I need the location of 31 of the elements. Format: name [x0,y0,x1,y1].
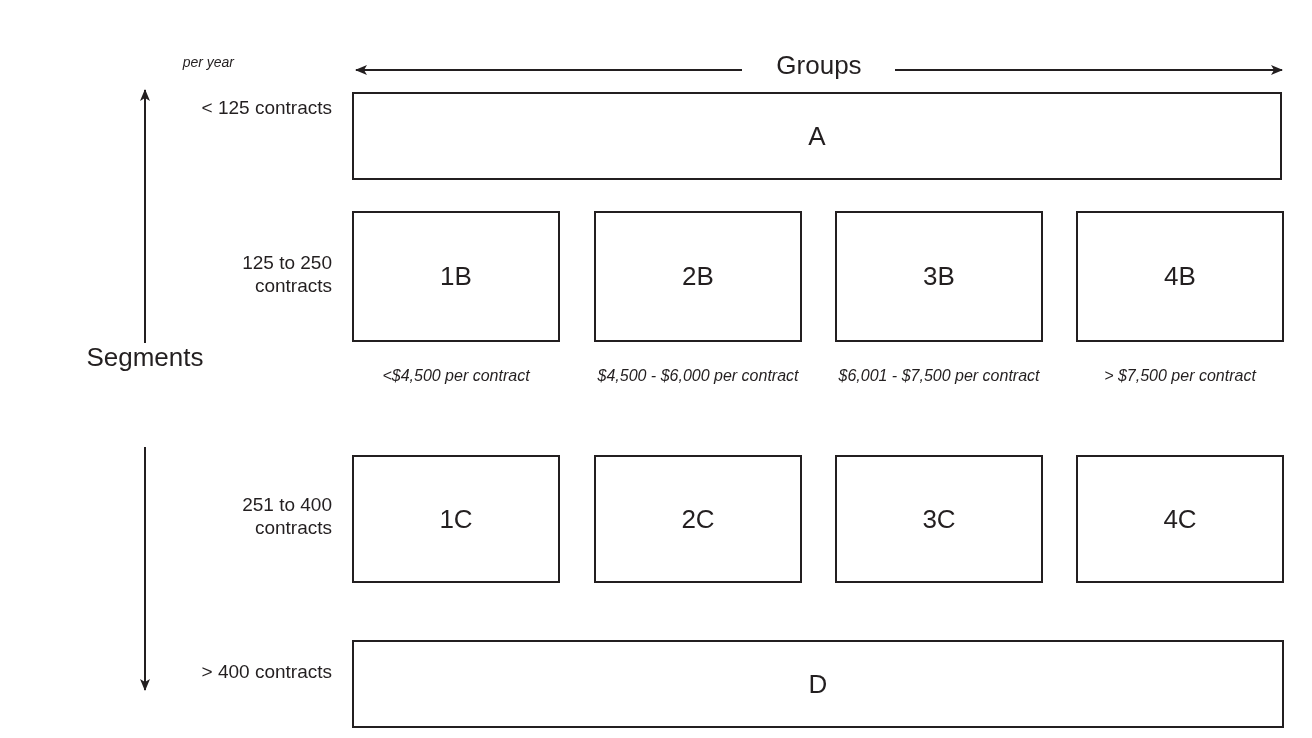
row-label: 125 to 250 contracts [241,252,332,298]
segment-box [352,455,560,583]
box-label: 3C [922,503,956,535]
column-label: > $7,500 per contract [1103,366,1258,386]
column-label: <$4,500 per contract [381,366,531,386]
column-label: $4,500 - $6,000 per contract [596,366,800,386]
segment-box [594,211,802,342]
box-label: 1B [440,261,472,292]
box-label: A [808,120,826,152]
row-label: < 125 contracts [200,97,332,120]
segment-box [835,455,1043,583]
segment-box [352,640,1284,728]
row-label: > 400 contracts [200,661,332,684]
box-label: D [808,668,828,700]
column-label: $6,001 - $7,500 per contract [837,366,1041,386]
box-label: 2C [681,503,715,535]
box-label: 2B [682,261,714,292]
segment-box [1076,211,1284,342]
unit-note: per year [181,54,234,71]
box-label: 4C [1163,503,1197,535]
axis-title: Groups [775,50,863,82]
box-label: 3B [923,261,955,292]
segment-box [835,211,1043,342]
segment-box [594,455,802,583]
segment-box [352,92,1282,180]
box-label: 4B [1164,261,1196,292]
box-label: 1C [439,503,473,535]
row-label: 251 to 400 contracts [241,494,332,540]
segment-box [352,211,560,342]
axis-title: Segments [85,342,205,374]
segment-box [1076,455,1284,583]
